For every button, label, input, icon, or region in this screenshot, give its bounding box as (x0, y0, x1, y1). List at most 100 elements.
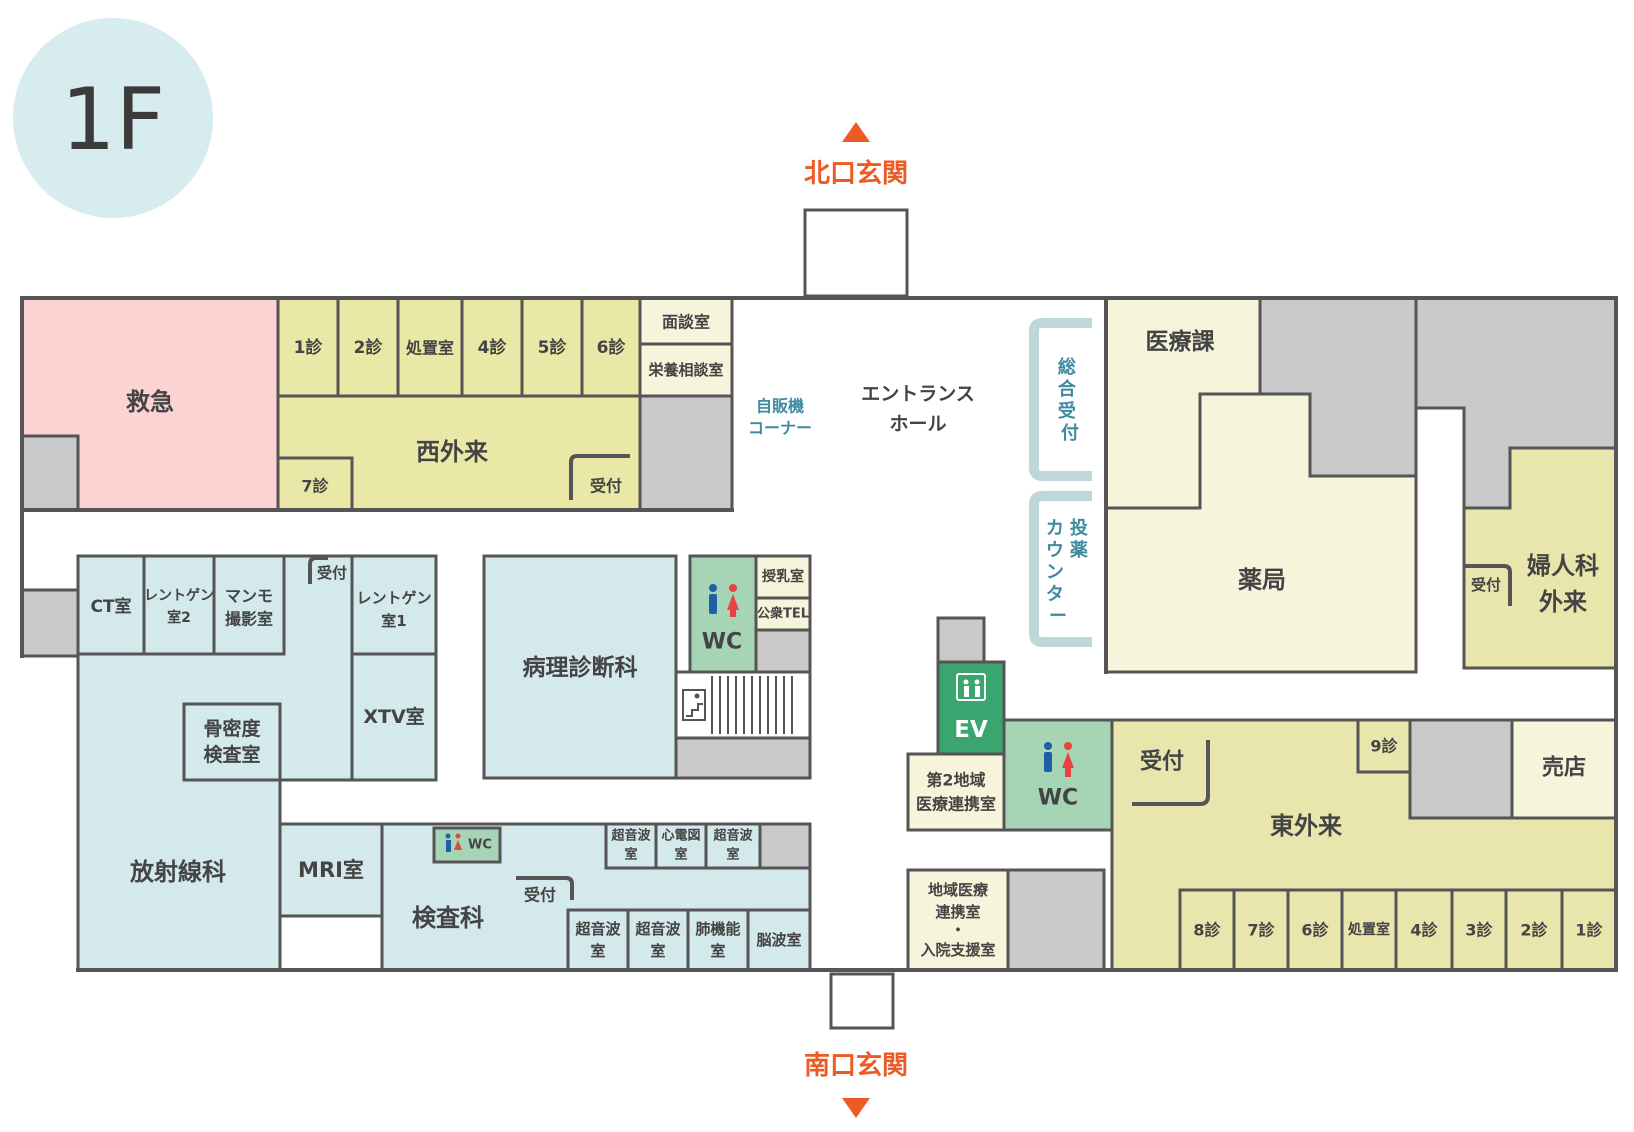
nursing-room[interactable] (754, 554, 812, 600)
lab-restroom[interactable] (432, 826, 502, 864)
regional-liaison-label: ・ (950, 921, 965, 939)
ultrasound-room[interactable] (566, 908, 630, 972)
service-block (20, 434, 80, 512)
lab-room-label: 超音波 (574, 920, 621, 938)
lab-room-label: 室 (650, 942, 665, 960)
elevator-label: EV (954, 717, 988, 743)
mammography-label: マンモ (225, 587, 273, 606)
south-entrance[interactable] (829, 972, 895, 1030)
west-room-label: 処置室 (406, 339, 454, 358)
lab-room-label: 超音波 (634, 920, 681, 938)
radiology-label: 放射線科 (129, 858, 226, 886)
east-room-label: 8診 (1193, 921, 1221, 940)
public-phone-label: 公衆TEL (757, 606, 809, 622)
reception-counter-icon (569, 454, 630, 500)
gynecology-label: 外来 (1539, 588, 1588, 616)
regional-liaison-2-label: 医療連携室 (916, 795, 996, 814)
west-rooms: 1診 2診 処置室 4診 5診 6診 (276, 296, 642, 398)
west-room-4[interactable] (460, 296, 524, 398)
lab-room-label: 超音波 (611, 828, 651, 844)
pathology-room[interactable] (482, 554, 678, 780)
north-entrance-label[interactable]: 北口玄関 (804, 158, 908, 189)
north-arrow-icon (842, 122, 870, 142)
radiology-reception-label[interactable]: 受付 (317, 564, 347, 582)
south-entrance-label[interactable]: 南口玄関 (804, 1050, 908, 1081)
medicine-counter-char: ン (1046, 562, 1064, 583)
medicine-counter-char: 薬 (1070, 540, 1088, 561)
lab-room-label: 室 (624, 847, 637, 863)
xray-room-2[interactable] (142, 554, 216, 656)
reception-counter-icon (308, 556, 328, 584)
entrance-hall-label[interactable]: エントランス (861, 383, 975, 405)
ct-room[interactable] (76, 554, 146, 656)
lab-room-label: 室 (726, 847, 739, 863)
vending-label[interactable]: コーナー (748, 419, 812, 438)
medicine-counter-char: 投 (1070, 517, 1088, 539)
service-block (758, 822, 812, 870)
entrance-hall-label[interactable]: ホール (889, 413, 946, 435)
xray-room-1-label: 室1 (381, 612, 406, 630)
service-block (1408, 718, 1514, 820)
xtv-room-label: XTV室 (363, 705, 424, 728)
general-reception-char: 受 (1058, 400, 1076, 422)
regional-liaison-room-2[interactable] (906, 752, 1006, 832)
elevator-icon (956, 673, 986, 701)
elevator[interactable] (936, 660, 1006, 756)
general-reception-char: 総 (1058, 356, 1076, 378)
restroom[interactable] (688, 554, 758, 674)
xtv-room[interactable] (350, 652, 438, 782)
west-room-label: 6診 (597, 337, 627, 358)
bone-density-room[interactable] (182, 702, 282, 782)
floor-label: 1F (61, 70, 165, 170)
east-room-label: 6診 (1301, 921, 1329, 940)
xray-room-2-label: 室2 (167, 609, 191, 626)
service-block (674, 736, 812, 780)
ultrasound-room[interactable] (626, 908, 690, 972)
vending-label[interactable]: 自販機 (756, 397, 804, 416)
west-reception-label[interactable]: 受付 (590, 477, 622, 496)
service-block (20, 588, 80, 658)
reception-counter-icon (1132, 740, 1210, 806)
pharmacy-label: 薬局 (1238, 566, 1286, 594)
east-reception-label[interactable]: 受付 (1140, 749, 1184, 775)
gynecology-reception-label[interactable]: 受付 (1471, 576, 1501, 594)
east-room-label: 処置室 (1347, 921, 1390, 938)
west-room-5[interactable] (520, 296, 584, 398)
east-room-9-label: 9診 (1370, 737, 1398, 756)
lung-function-room[interactable] (686, 908, 750, 972)
ultrasound-room[interactable] (704, 822, 762, 870)
xray-room-1[interactable] (350, 554, 438, 656)
north-entrance[interactable] (803, 208, 909, 298)
general-reception-label[interactable]: 総 合 受 付 (1058, 356, 1082, 444)
mri-room[interactable] (278, 822, 384, 918)
east-room-label: 1診 (1575, 921, 1603, 940)
lab-room-label: 室 (674, 847, 687, 863)
gynecology-label: 婦人科 (1526, 552, 1599, 580)
service-block (754, 628, 812, 674)
west-room-label: 1診 (294, 337, 324, 358)
lab-reception-label[interactable]: 受付 (524, 886, 556, 905)
lab-room-label: 超音波 (713, 828, 753, 844)
east-restroom-label: WC (1038, 786, 1078, 811)
west-room-7[interactable] (276, 456, 354, 512)
mammography-room[interactable] (212, 554, 286, 656)
east-restroom[interactable] (1002, 718, 1114, 832)
east-room-1[interactable] (1560, 888, 1618, 972)
service-block (638, 394, 734, 512)
medicine-counter (1029, 491, 1092, 647)
west-room-label: 5診 (538, 337, 568, 358)
restroom-icon (445, 833, 462, 852)
outer-walls (20, 296, 1618, 972)
pharmacy[interactable] (1104, 392, 1418, 674)
pathology-label: 病理診断科 (523, 654, 638, 681)
east-room-label: 3診 (1465, 921, 1493, 940)
medicine-counter-label[interactable]: 投 薬 カ ウ ン タ ー (1046, 517, 1094, 627)
emergency-label: 救急 (126, 388, 174, 416)
medicine-counter-char: ー (1049, 606, 1067, 627)
east-room-4[interactable] (1394, 888, 1454, 972)
regional-liaison-label: 地域医療 (928, 881, 989, 899)
restroom-label: WC (702, 630, 742, 655)
regional-liaison-label: 入院支援室 (920, 941, 995, 959)
xray-room-2-label: レントゲン (144, 587, 214, 604)
nutrition-room[interactable] (638, 342, 734, 398)
